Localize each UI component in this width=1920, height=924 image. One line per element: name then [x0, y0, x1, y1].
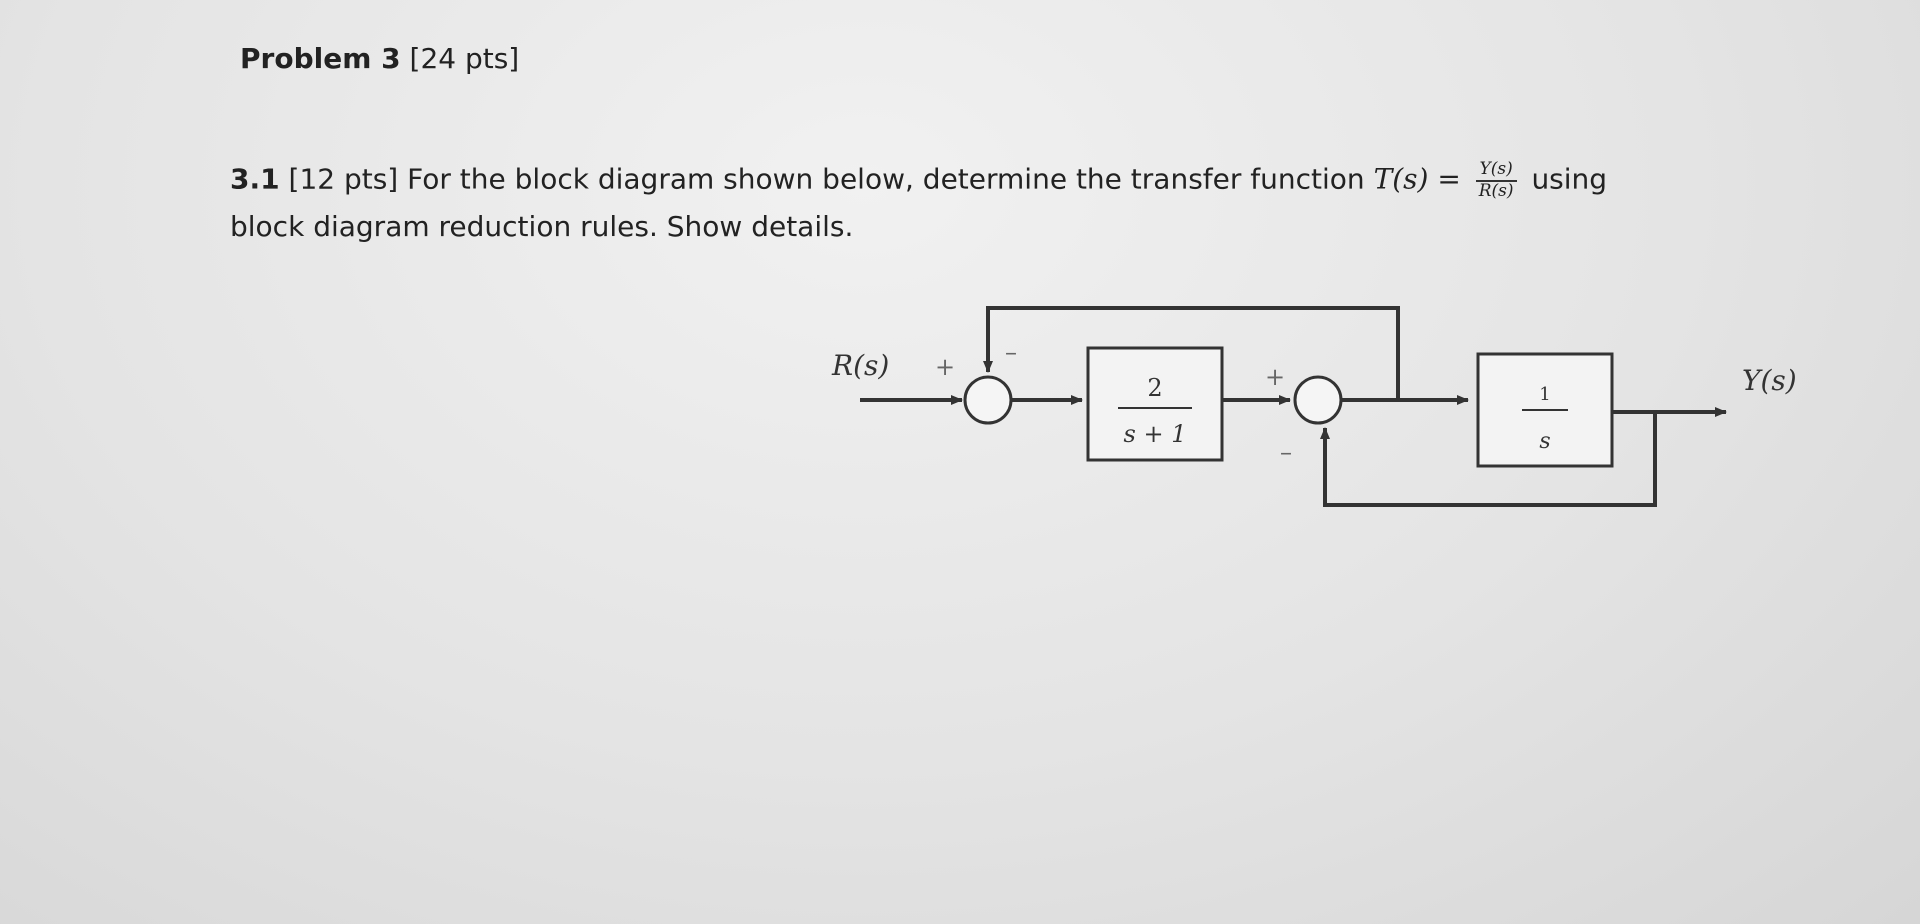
question-line-2: block diagram reduction rules. Show deta…	[230, 210, 854, 243]
question-text-after: using	[1531, 162, 1608, 196]
question-points: [12 pts]	[288, 162, 399, 196]
sum1-plus-sign: +	[935, 353, 955, 381]
problem-label: Problem 3	[240, 42, 401, 75]
problem-points: [24 pts]	[409, 42, 520, 75]
input-label: R(s)	[831, 349, 889, 382]
question-line-1: 3.1 [12 pts] For the block diagram shown…	[230, 159, 1608, 201]
block-1-numerator: 2	[1147, 374, 1162, 402]
summing-junction-1	[963, 375, 1013, 425]
block-2-denominator: s	[1539, 429, 1550, 454]
block-1	[1086, 346, 1224, 462]
sum2-minus-sign: –	[1280, 438, 1292, 466]
transfer-function-lhs: T(s) =	[1373, 162, 1461, 196]
tf-denominator: R(s)	[1478, 180, 1514, 201]
block-2-numerator: 1	[1539, 384, 1550, 405]
inner-feedback-line	[1320, 412, 1657, 507]
problem-title: Problem 3 [24 pts]	[240, 42, 519, 75]
output-label: Y(s)	[1742, 364, 1797, 397]
sum2-plus-sign: +	[1265, 363, 1285, 391]
tf-numerator: Y(s)	[1475, 159, 1517, 182]
summing-junction-2	[1293, 375, 1343, 425]
sum1-minus-sign: –	[1005, 338, 1017, 366]
outer-feedback-line	[983, 306, 1400, 400]
question-text: For the block diagram shown below, deter…	[407, 162, 1365, 196]
transfer-function-fraction: Y(s) R(s)	[1475, 159, 1517, 201]
question-number: 3.1	[230, 162, 280, 196]
block-1-denominator: s + 1	[1124, 420, 1187, 448]
